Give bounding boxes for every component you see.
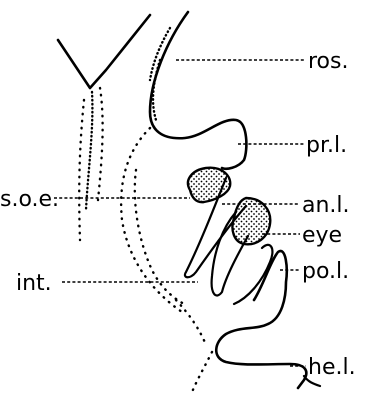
rostral-outline [150, 12, 246, 169]
label-soe: s.o.e. [0, 187, 59, 212]
eye-shape [232, 198, 270, 244]
label-anl: an.l. [302, 193, 350, 218]
v-stipple-3 [79, 100, 84, 240]
body-stipple-lower [176, 300, 206, 345]
label-pol: po.l. [302, 259, 349, 284]
rostral-stipple-2 [150, 28, 170, 80]
lower-stipple-tail [192, 352, 212, 392]
v-stipple [86, 92, 92, 210]
label-prl: pr.l. [306, 133, 347, 158]
v-outline [58, 15, 150, 88]
v-stipple-2 [98, 88, 103, 200]
label-hel: he.l. [308, 355, 356, 380]
label-eye: eye [302, 223, 342, 248]
body-stipple-inner [135, 170, 186, 305]
label-ros: ros. [308, 49, 348, 74]
body-stipple-outer [121, 128, 182, 312]
label-int: int. [16, 271, 52, 296]
